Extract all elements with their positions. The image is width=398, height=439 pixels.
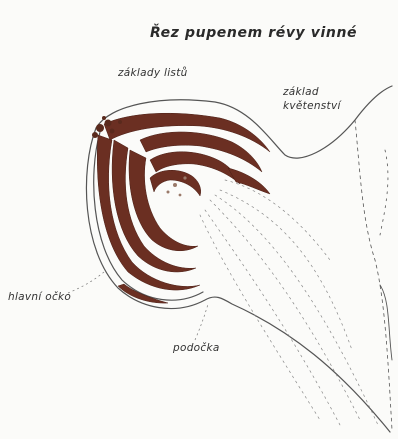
tissue-speck <box>96 124 104 132</box>
label-inflorescence-line2: květenství <box>283 99 341 113</box>
leader-line-main-bud <box>68 272 104 293</box>
label-inflorescence-base: základ květenství <box>283 85 341 113</box>
stem-line <box>380 285 392 360</box>
vascular-strand <box>220 190 352 350</box>
tissue-speck <box>167 191 170 194</box>
tissue-speck <box>118 120 122 124</box>
tissue-speck <box>92 132 98 138</box>
vascular-strand <box>225 180 330 260</box>
stem-line <box>355 120 392 430</box>
tissue-speck <box>105 120 112 127</box>
stem-line <box>380 150 388 235</box>
label-secondary-bud: podočka <box>173 342 220 354</box>
label-leaf-bases: základy listů <box>118 67 188 79</box>
vascular-strand <box>205 210 340 425</box>
label-main-bud: hlavní očko <box>8 291 71 303</box>
tissue-speck <box>102 116 106 120</box>
tissue-speck <box>183 176 186 179</box>
tissue-speck <box>179 194 182 197</box>
tissue-speck <box>110 129 115 134</box>
tissue-speck <box>173 183 177 187</box>
leaf-layer <box>228 168 270 194</box>
diagram-title: Řez pupenem révy vinné <box>150 25 357 41</box>
label-inflorescence-line1: základ <box>283 85 341 99</box>
leader-line-secondary-bud <box>195 304 208 340</box>
